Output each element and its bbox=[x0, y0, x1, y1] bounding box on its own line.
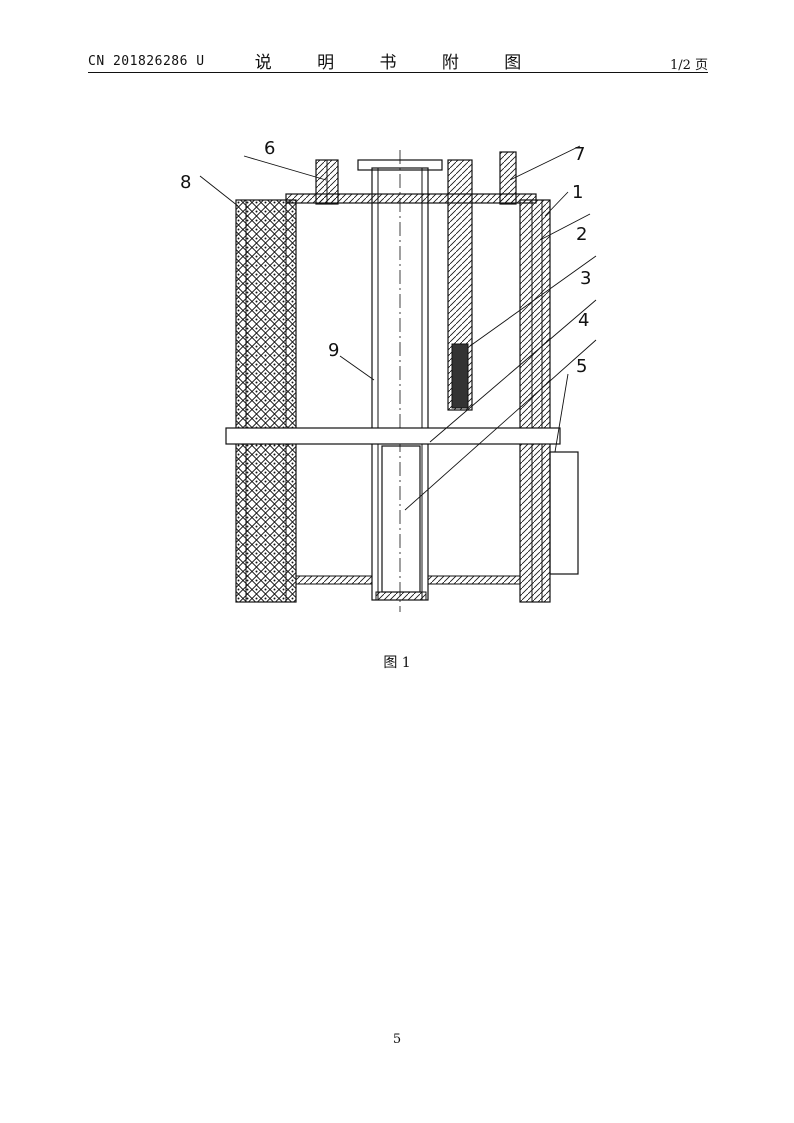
left-insulation-wall bbox=[235, 199, 297, 603]
header-rule bbox=[88, 72, 708, 73]
label-7: 7 bbox=[574, 144, 585, 165]
header-title: 说 明 书 附 图 bbox=[254, 53, 542, 73]
leader-lines bbox=[199, 145, 597, 511]
bottom-plate-left bbox=[295, 575, 373, 585]
right-shell-wall bbox=[519, 199, 551, 603]
label-6: 6 bbox=[264, 138, 275, 159]
drawing-svg: 1 2 3 4 5 6 7 8 9 bbox=[180, 138, 597, 612]
label-4: 4 bbox=[578, 310, 589, 331]
part-labels: 1 2 3 4 5 6 7 8 9 bbox=[180, 138, 591, 377]
lower-inner-base bbox=[375, 591, 427, 601]
patent-number: CN 201826286 U bbox=[88, 54, 205, 69]
bottom-plate-right bbox=[427, 575, 521, 585]
label-8: 8 bbox=[180, 172, 191, 193]
label-5: 5 bbox=[576, 356, 587, 377]
label-1: 1 bbox=[572, 182, 583, 203]
label-2: 2 bbox=[576, 224, 587, 245]
figure-caption: 图 1 bbox=[383, 655, 411, 671]
label-3: 3 bbox=[580, 268, 591, 289]
page-number: 5 bbox=[392, 1032, 402, 1047]
page-indicator: 1/2 页 bbox=[669, 58, 708, 73]
technical-drawing: 1 2 3 4 5 6 7 8 9 bbox=[150, 130, 630, 630]
label-9: 9 bbox=[328, 340, 339, 361]
page-header: CN 201826286 U 说 明 书 附 图 1/2 页 bbox=[88, 48, 708, 73]
horizontal-section bbox=[225, 427, 561, 445]
right-flange bbox=[499, 151, 517, 205]
probe-tip bbox=[451, 343, 469, 409]
lower-inner-cylinder bbox=[381, 445, 421, 593]
side-box bbox=[549, 451, 579, 575]
top-plate bbox=[285, 193, 537, 204]
